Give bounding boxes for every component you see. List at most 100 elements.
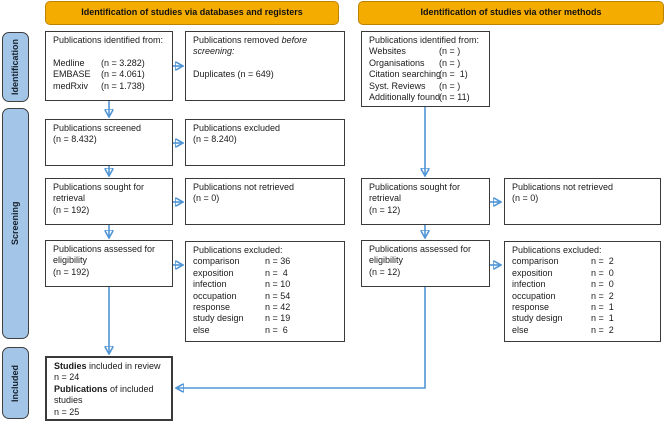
source-count: (n = ): [439, 57, 461, 68]
source-count: (n = ): [439, 80, 461, 91]
box-title: Publications excluded:: [193, 245, 283, 255]
reason-row: response n = 42: [193, 302, 338, 313]
reason-label: response: [512, 302, 550, 313]
italic-text: before: [281, 35, 308, 45]
source-row: Websites(n = ): [369, 46, 483, 57]
box-other-identified: Publications identified from: Websites(n…: [361, 31, 490, 107]
reason-row: else n = 6: [193, 325, 338, 336]
header-databases-registers: Identification of studies via databases …: [45, 1, 339, 25]
reason-label: exposition: [193, 267, 234, 278]
reason-count: n = 42: [265, 302, 291, 313]
spacer: [53, 46, 166, 57]
source-row: medRxiv (n = 1.738): [53, 81, 166, 92]
reason-count: n = 19: [265, 313, 291, 324]
reason-label: occupation: [512, 290, 556, 301]
reason-label: occupation: [193, 290, 237, 301]
reason-label: comparison: [512, 256, 559, 267]
source-row: Syst. Reviews (n = ): [369, 81, 483, 92]
source-label: Organisations: [369, 57, 425, 68]
reason-row: response n = 1: [512, 302, 654, 313]
box-db-not-retrieved: Publications not retrieved (n = 0): [185, 178, 345, 225]
reason-label: response: [193, 302, 231, 313]
box-db-assessed: Publications assessed for eligibility (n…: [45, 240, 173, 287]
source-row: Citation searching(n = 1): [369, 69, 483, 80]
box-line: Publications of included: [54, 384, 165, 395]
box-other-assessed: Publications assessed for eligibility (n…: [361, 240, 490, 287]
box-line: Publications sought for: [369, 182, 461, 192]
source-label: medRxiv: [53, 80, 89, 91]
reason-count: n = 54: [265, 290, 291, 301]
box-line: (n = 0): [512, 193, 539, 204]
reason-count: n = 0: [591, 279, 614, 290]
box-line: (n = 192): [53, 204, 90, 215]
source-count: (n = ): [439, 46, 461, 57]
reason-count: n = 2: [591, 256, 614, 267]
box-line: Publications assessed for: [369, 244, 472, 254]
reason-label: comparison: [193, 256, 240, 267]
box-line: Publications not retrieved: [512, 182, 614, 192]
text: included in review: [86, 361, 161, 371]
header-other-methods: Identification of studies via other meth…: [358, 1, 664, 25]
box-db-removed-before-screening: Publications removed before screening: D…: [185, 31, 345, 101]
reason-label: exposition: [512, 267, 553, 278]
source-count: (n = 1): [439, 69, 468, 80]
box-line: Publications sought for: [53, 182, 145, 192]
box-line: Publications screened: [53, 123, 142, 133]
source-row: EMBASE(n = 4.061): [53, 69, 166, 80]
reason-count: n = 0: [591, 267, 614, 278]
text: of included: [107, 383, 154, 394]
reason-label: study design: [193, 313, 244, 324]
source-label: Syst. Reviews: [369, 80, 426, 91]
box-other-sought: Publications sought for retrieval (n = 1…: [361, 178, 490, 225]
box-line: Publications assessed for: [53, 244, 156, 254]
reason-count: n = 1: [591, 313, 614, 324]
source-label: Medline: [53, 57, 85, 68]
reason-count: n = 2: [591, 324, 614, 335]
source-count: (n = 1.738): [101, 80, 145, 91]
reason-count: n = 6: [265, 324, 288, 335]
reason-count: n = 2: [591, 290, 614, 301]
reason-row: infection n = 0: [512, 279, 654, 290]
reason-count: n = 10: [265, 279, 291, 290]
box-line: (n = 8.240): [193, 134, 237, 145]
box-other-not-retrieved: Publications not retrieved (n = 0): [504, 178, 661, 225]
box-line: eligibility: [53, 255, 88, 266]
bold-text: Publications: [54, 383, 108, 394]
box-line: (n = 192): [53, 266, 90, 277]
source-count: (n = 4.061): [101, 69, 145, 80]
box-line: retrieval: [369, 193, 402, 204]
stage-label-screening: Screening: [2, 108, 29, 339]
source-row: Organisations (n = ): [369, 58, 483, 69]
reason-count: n = 36: [265, 256, 291, 267]
source-label: Citation searching: [369, 69, 442, 80]
box-db-identified: Publications identified from: Medline(n …: [45, 31, 173, 101]
box-title: Publications excluded:: [512, 245, 602, 255]
box-line: (n = 0): [193, 193, 220, 204]
source-row: Additionally found(n = 11): [369, 92, 483, 103]
box-line: screening:: [193, 46, 338, 57]
box-line: retrieval: [53, 193, 86, 204]
box-line: (n = 12): [369, 204, 401, 215]
reason-label: infection: [512, 279, 546, 290]
box-line: Studies included in review: [54, 361, 165, 372]
box-line: (n = 12): [369, 266, 401, 277]
stage-label-included: Included: [2, 347, 29, 419]
reason-count: n = 1: [591, 302, 614, 313]
reason-row: comparison n = 36: [193, 256, 338, 267]
box-db-screened: Publications screened (n = 8.432): [45, 119, 173, 166]
source-count: (n = 11): [439, 92, 470, 103]
reason-row: exposition n = 0: [512, 268, 654, 279]
stage-label-identification: Identification: [2, 32, 29, 102]
reason-label: else: [193, 324, 210, 335]
box-db-sought: Publications sought for retrieval (n = 1…: [45, 178, 173, 225]
box-db-identified-title: Publications identified from:: [53, 35, 164, 45]
source-row: Medline(n = 3.282): [53, 58, 166, 69]
box-line: studies: [54, 395, 83, 406]
arrow-other-assessed-to-included: [177, 287, 426, 388]
box-line: Publications excluded: [193, 123, 281, 133]
